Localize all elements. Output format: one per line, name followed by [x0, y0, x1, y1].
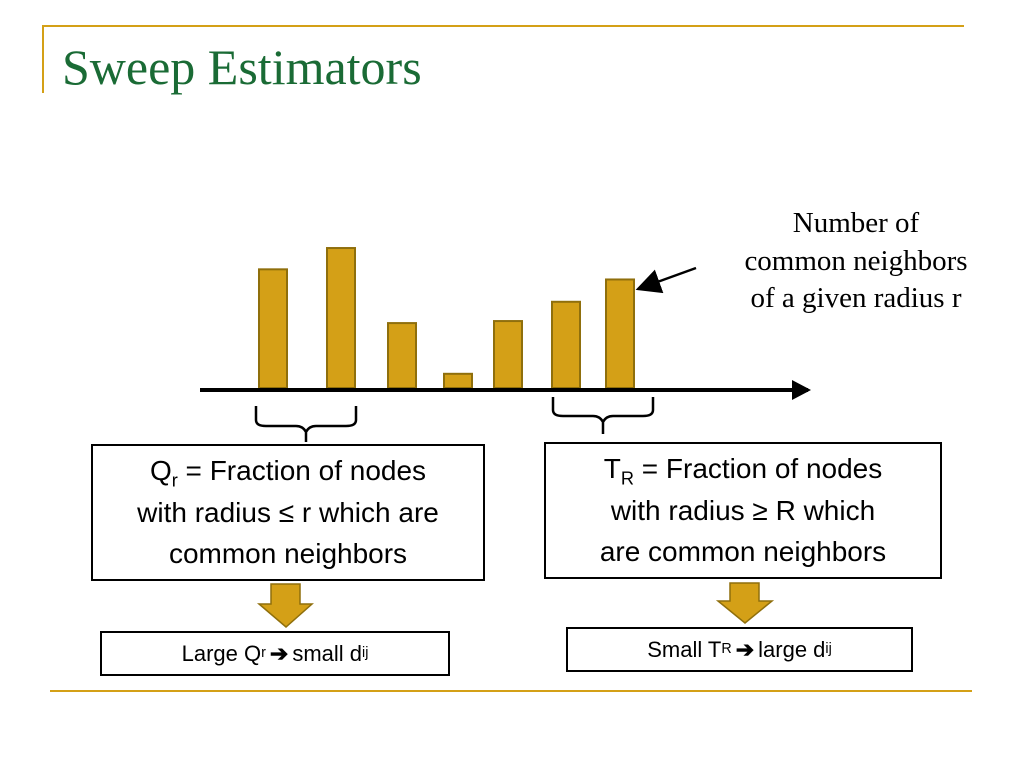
t-result-pre: Small T [647, 636, 722, 662]
bar-5 [493, 320, 523, 389]
frame-line-top [42, 25, 964, 27]
bar-group [258, 247, 635, 390]
t-symbol: T [603, 452, 621, 484]
bar-annotation: Number of common neighbors of a given ra… [700, 205, 1012, 318]
t-result-pre-subscript: R [721, 641, 732, 658]
t-result-post: large d [758, 636, 826, 662]
annotation-line-1: Number of [792, 207, 920, 239]
bar-6 [551, 300, 581, 389]
frame-line-bottom [50, 690, 972, 692]
t-definition-box: TR = Fraction of nodes with radius ≥ R w… [544, 442, 942, 579]
frame-line-left [42, 25, 44, 93]
right-arrow-icon: ➔ [269, 640, 289, 666]
q-result-pre: Large Q [181, 640, 262, 666]
q-symbol: Q [149, 454, 172, 486]
bar-3 [387, 322, 417, 390]
bar-1 [258, 268, 288, 390]
q-result-post-subscript: ij [362, 645, 369, 662]
t-symbol-subscript: R [620, 467, 634, 488]
q-line-1: Qr = Fraction of nodes [93, 451, 483, 494]
slide-title: Sweep Estimators [62, 39, 422, 95]
right-brace [551, 397, 655, 434]
q-result-pre-subscript: r [261, 645, 266, 662]
bar-4 [443, 372, 473, 389]
t-line-1-text: = Fraction of nodes [633, 452, 883, 484]
bar-2 [326, 247, 356, 389]
bar-7 [605, 278, 635, 390]
right-arrow-icon: ➔ [735, 636, 755, 662]
q-symbol-subscript: r [171, 469, 178, 490]
down-arrow-left [256, 583, 314, 628]
q-line-2: with radius ≤ r which are [137, 497, 439, 529]
q-line-3: common neighbors [168, 537, 408, 569]
q-line-1-text: = Fraction of nodes [177, 454, 427, 486]
left-brace [254, 406, 358, 442]
x-axis-arrowhead [792, 380, 811, 400]
annotation-pointer-arrow [635, 266, 697, 294]
t-result-post-subscript: ij [825, 641, 832, 658]
annotation-line-2: common neighbors [744, 244, 968, 277]
t-line-3: are common neighbors [599, 535, 887, 567]
t-line-2: with radius ≥ R which [610, 495, 876, 527]
down-arrow-right [715, 582, 775, 624]
q-result-post: small d [292, 640, 363, 666]
q-definition-box: Qr = Fraction of nodes with radius ≤ r w… [91, 444, 485, 581]
annotation-line-3: of a given radius r [750, 282, 962, 315]
t-line-1: TR = Fraction of nodes [546, 449, 940, 492]
